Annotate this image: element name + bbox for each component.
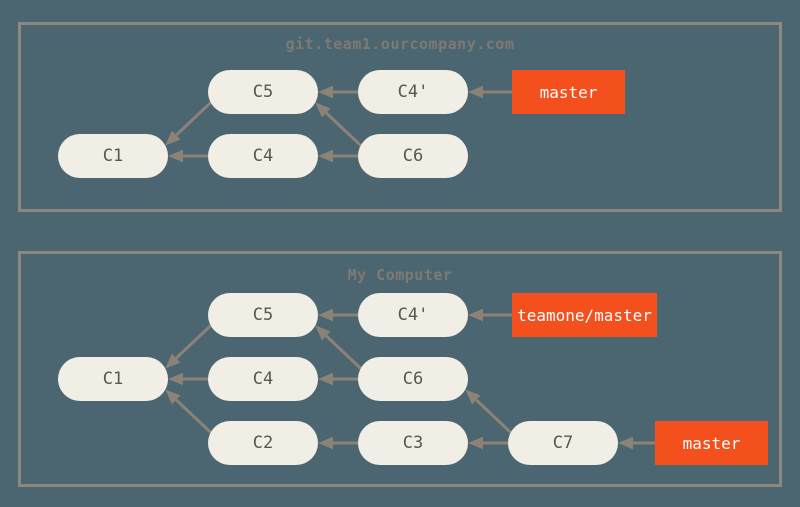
panel-local-title: My Computer — [347, 266, 453, 284]
commit-node-c2[interactable]: C2 — [208, 421, 318, 465]
commit-node-label: C5 — [252, 82, 274, 102]
branch-label-master[interactable]: master — [512, 70, 625, 114]
commit-node-c7[interactable]: C7 — [508, 421, 618, 465]
branch-label-master[interactable]: master — [655, 421, 768, 465]
commit-node-label: C4' — [397, 82, 429, 102]
branch-label-text: teamone/master — [517, 305, 652, 325]
commit-node-c6[interactable]: C6 — [358, 134, 468, 178]
commit-node-c4[interactable]: C4 — [208, 357, 318, 401]
commit-node-c4-prime[interactable]: C4' — [358, 70, 468, 114]
panel-local-repository: My Computer — [18, 251, 782, 487]
commit-node-c1[interactable]: C1 — [58, 134, 168, 178]
commit-node-label: C1 — [102, 146, 124, 166]
commit-node-label: C7 — [552, 433, 574, 453]
commit-node-c3[interactable]: C3 — [358, 421, 468, 465]
commit-node-label: C1 — [102, 369, 124, 389]
panel-remote-repository: git.team1.ourcompany.com — [18, 22, 782, 212]
commit-node-label: C5 — [252, 305, 274, 325]
commit-node-label: C2 — [252, 433, 274, 453]
commit-node-c4[interactable]: C4 — [208, 134, 318, 178]
commit-node-c1[interactable]: C1 — [58, 357, 168, 401]
branch-label-teamone-master[interactable]: teamone/master — [512, 293, 657, 337]
commit-node-label: C6 — [402, 369, 424, 389]
commit-node-label: C4 — [252, 369, 274, 389]
commit-node-c5[interactable]: C5 — [208, 70, 318, 114]
commit-node-label: C4 — [252, 146, 274, 166]
commit-node-label: C6 — [402, 146, 424, 166]
commit-node-label: C3 — [402, 433, 424, 453]
commit-node-c4-prime[interactable]: C4' — [358, 293, 468, 337]
commit-node-c6[interactable]: C6 — [358, 357, 468, 401]
branch-label-text: master — [539, 82, 598, 102]
panel-remote-title: git.team1.ourcompany.com — [285, 35, 515, 53]
commit-node-label: C4' — [397, 305, 429, 325]
branch-label-text: master — [682, 433, 741, 453]
commit-node-c5[interactable]: C5 — [208, 293, 318, 337]
